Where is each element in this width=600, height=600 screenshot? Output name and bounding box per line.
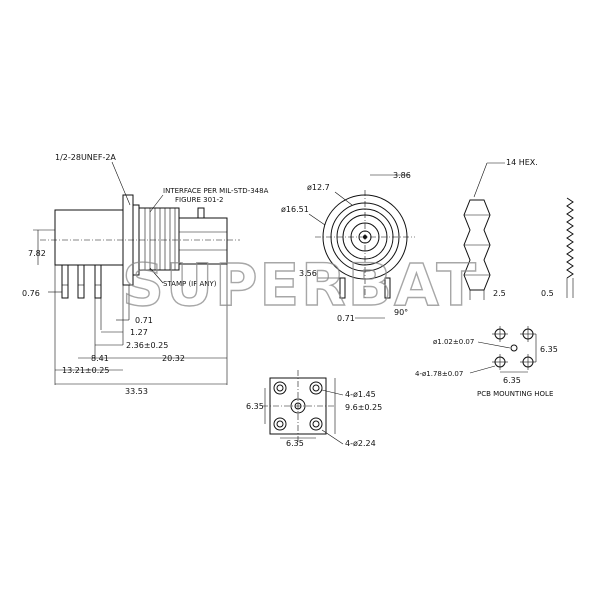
dim-3-86: 3.86 [393, 171, 411, 180]
interface-label-2: FIGURE 301-2 [175, 196, 224, 204]
dim-pcb-6-35-h: 6.35 [503, 376, 521, 385]
front-view: ø12.7 3.86 ø16.51 3.56 0.71 90° [281, 171, 415, 323]
stamp-label: STAMP (IF ANY) [163, 280, 217, 288]
washer-view: 0.5 [541, 197, 574, 298]
side-view: 1/2-28UNEF-2A INTERFACE PER MIL-STD-348A… [22, 153, 269, 396]
pcb-legs [61, 264, 102, 299]
bayonet-pin [197, 207, 205, 219]
bottom-view: 6.35 4-ø1.45 9.6±0.25 6.35 4-ø2.24 [246, 370, 382, 448]
dim-33-53: 33.53 [125, 387, 148, 396]
dim-0-5: 0.5 [541, 289, 554, 298]
dim-2-36: 2.36±0.25 [126, 341, 168, 350]
dim-2-5: 2.5 [493, 289, 506, 298]
dim-pcb-6-35-v: 6.35 [540, 345, 558, 354]
thread-lines [144, 208, 176, 270]
dim-13-21: 13.21±0.25 [62, 366, 109, 375]
watermark-text: SUPERBAT [122, 251, 478, 319]
hex-label: 14 HEX. [506, 158, 538, 167]
hex-nut-view: 14 HEX. 2.5 [463, 158, 538, 300]
dim-7-82: 7.82 [28, 249, 46, 258]
dim-6-35-v-bottom: 6.35 [246, 402, 264, 411]
dim-9-6: 9.6±0.25 [345, 403, 382, 412]
dim-dia-12-7: ø12.7 [307, 183, 330, 192]
dim-4-dia-1-45: 4-ø1.45 [345, 390, 376, 399]
dim-0-71-front: 0.71 [337, 314, 355, 323]
dim-pcb-dia-1-02: ø1.02±0.07 [433, 338, 474, 346]
thread-label: 1/2-28UNEF-2A [55, 153, 116, 162]
dim-pcb-4-dia-1-78: 4-ø1.78±0.07 [415, 370, 463, 378]
dim-0-76: 0.76 [22, 289, 40, 298]
interface-label-1: INTERFACE PER MIL-STD-348A [163, 187, 269, 195]
dim-90-deg: 90° [394, 308, 408, 317]
dim-3-56: 3.56 [299, 269, 317, 278]
dim-0-71: 0.71 [135, 316, 153, 325]
pcb-title: PCB MOUNTING HOLE [477, 390, 553, 398]
dim-dia-16-51: ø16.51 [281, 205, 309, 214]
pcb-mounting-hole: ø1.02±0.07 6.35 4-ø1.78±0.07 6.35 PCB MO… [415, 326, 558, 398]
dim-8-41: 8.41 [91, 354, 109, 363]
connector-body-rear [54, 209, 124, 266]
dim-20-32: 20.32 [162, 354, 185, 363]
dim-1-27: 1.27 [130, 328, 148, 337]
dim-4-dia-2-24: 4-ø2.24 [345, 439, 376, 448]
dim-6-35-h-bottom: 6.35 [286, 439, 304, 448]
washer [566, 197, 574, 279]
